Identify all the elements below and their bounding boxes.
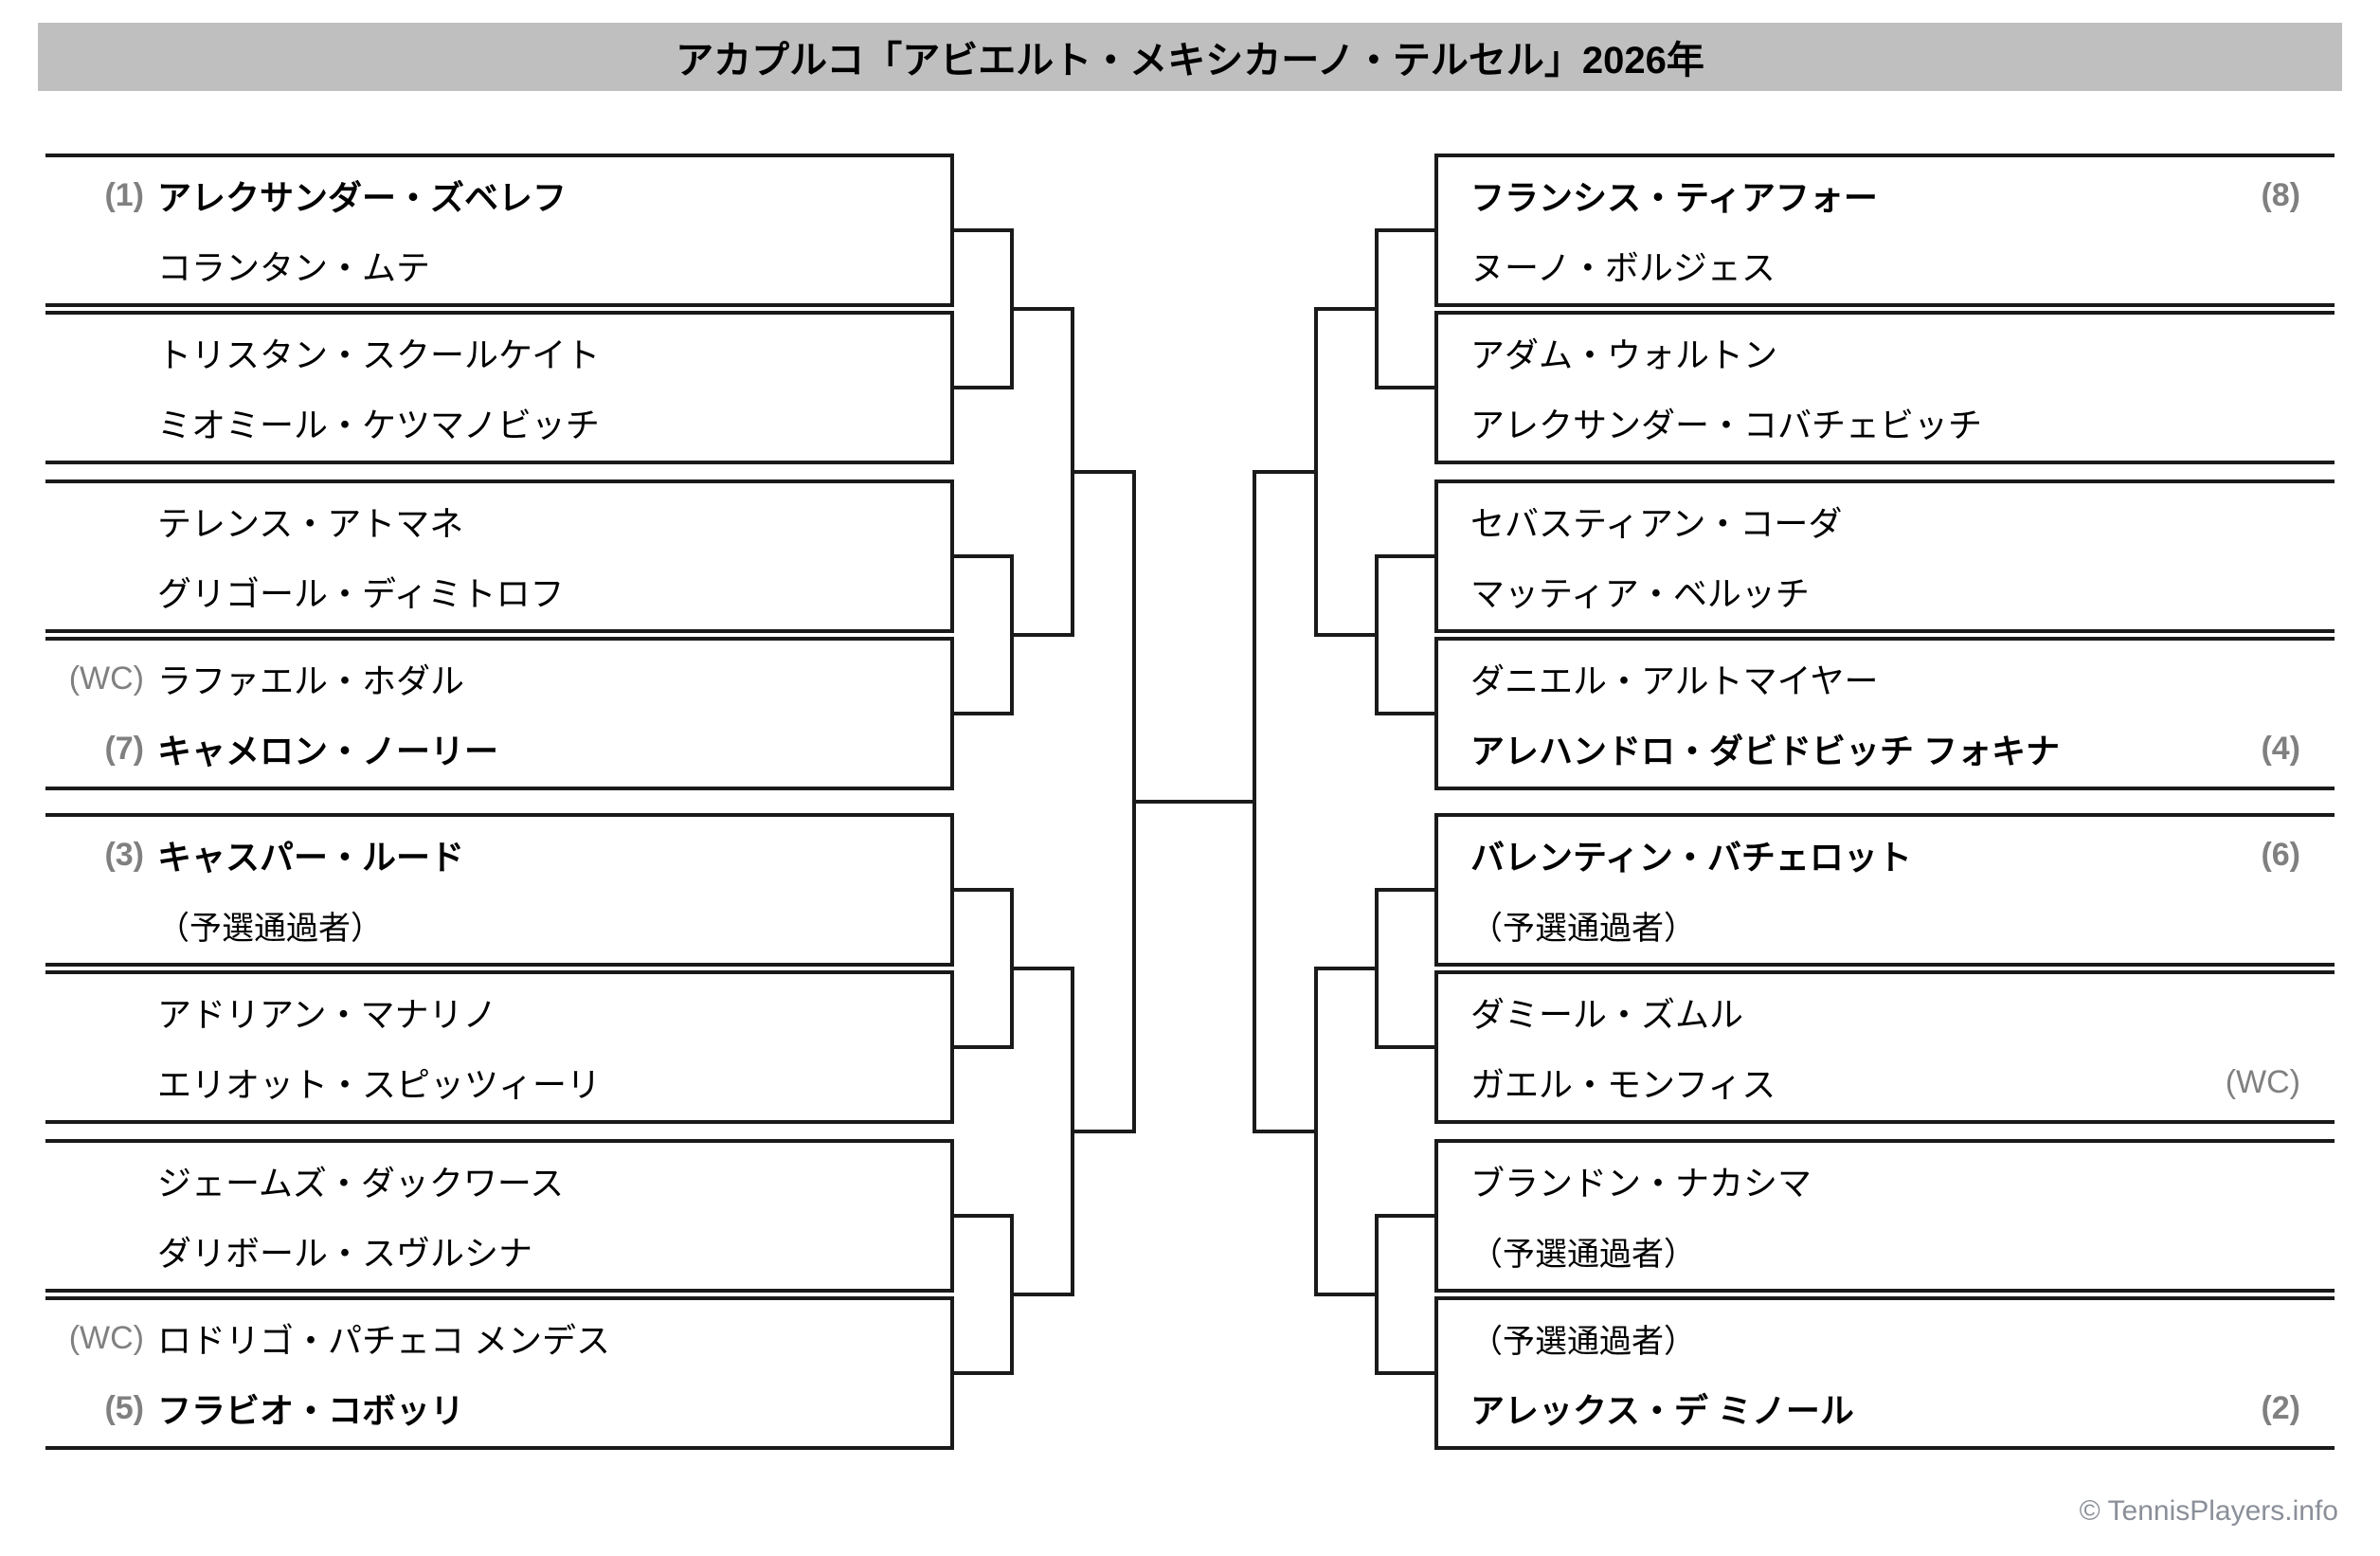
player-row: （予選通過者） xyxy=(1436,1310,2335,1366)
player-row: ブランドン・ナカシマ xyxy=(1436,1152,2335,1209)
player-name: ブランドン・ナカシマ xyxy=(1470,1164,1812,1203)
player-row: セバスティアン・コーダ xyxy=(1436,493,2335,550)
player-row: ヌーノ・ボルジェス xyxy=(1436,237,2335,294)
player-name: セバスティアン・コーダ xyxy=(1470,504,1843,543)
player-name: コランタン・ムテ xyxy=(157,248,431,287)
player-row: (WC) ラファエル・ホダル xyxy=(45,650,952,707)
player-row: トリスタン・スクールケイト xyxy=(45,324,952,381)
seed-label: (8) xyxy=(2261,176,2300,213)
player-row: (5) フラビオ・コボッリ xyxy=(45,1380,952,1437)
player-name: ヌーノ・ボルジェス xyxy=(1470,248,1776,287)
player-row: ガエル・モンフィス (WC) xyxy=(1436,1054,2335,1111)
player-row: グリゴール・ディミトロフ xyxy=(45,563,952,620)
player-row: (WC) ロドリゴ・パチェコ メンデス xyxy=(45,1310,952,1366)
seed-label: (5) xyxy=(104,1389,144,1426)
page-title: アカプルコ「アビエルト・メキシカーノ・テルセル」2026年 xyxy=(676,40,1704,81)
player-row: (1) アレクサンダー・ズベレフ xyxy=(45,167,952,224)
player-row: （予選通過者） xyxy=(1436,1222,2335,1279)
player-row: ミオミール・ケツマノビッチ xyxy=(45,394,952,451)
seed-label: (1) xyxy=(104,176,144,213)
player-name: （予選通過者） xyxy=(157,910,383,947)
player-row: (7) キャメロン・ノーリー xyxy=(45,720,952,777)
seed-label: (WC) xyxy=(2225,1063,2300,1100)
player-name: マッティア・ベルッチ xyxy=(1470,574,1810,613)
player-row: アドリアン・マナリノ xyxy=(45,984,952,1040)
player-name: ミオミール・ケツマノビッチ xyxy=(157,406,600,444)
seed-label: (WC) xyxy=(68,1319,144,1356)
player-row: （予選通過者） xyxy=(1436,896,2335,953)
player-name: グリゴール・ディミトロフ xyxy=(157,574,565,613)
player-name: アレクサンダー・ズベレフ xyxy=(157,178,568,217)
player-name: ダリボール・スヴルシナ xyxy=(157,1234,533,1273)
player-row: コランタン・ムテ xyxy=(45,237,952,294)
player-row: ダリボール・スヴルシナ xyxy=(45,1222,952,1279)
player-name: フラビオ・コボッリ xyxy=(157,1391,465,1430)
player-name: ラファエル・ホダル xyxy=(157,661,465,700)
player-name: バレンティン・バチェロット xyxy=(1470,838,1912,877)
player-name: ジェームズ・ダックワース xyxy=(157,1164,565,1203)
player-name: アレハンドロ・ダビドビッチ フォキナ xyxy=(1470,732,2061,770)
seed-label: (4) xyxy=(2261,730,2300,767)
player-row: フランシス・ティアフォー (8) xyxy=(1436,167,2335,224)
seed-label: (2) xyxy=(2261,1389,2300,1426)
player-name: ロドリゴ・パチェコ メンデス xyxy=(157,1321,611,1360)
player-row: ジェームズ・ダックワース xyxy=(45,1152,952,1209)
player-row: アレハンドロ・ダビドビッチ フォキナ (4) xyxy=(1436,720,2335,777)
player-name: ガエル・モンフィス xyxy=(1470,1065,1776,1104)
player-row: アレクサンダー・コバチェビッチ xyxy=(1436,394,2335,451)
player-name: キャスパー・ルード xyxy=(157,838,465,877)
title-banner: アカプルコ「アビエルト・メキシカーノ・テルセル」2026年 xyxy=(38,23,2342,91)
player-name: アドリアン・マナリノ xyxy=(157,995,497,1034)
seed-label: (WC) xyxy=(68,660,144,697)
player-row: アレックス・デ ミノール (2) xyxy=(1436,1380,2335,1437)
player-name: テレンス・アトマネ xyxy=(157,504,464,543)
player-row: バレンティン・バチェロット (6) xyxy=(1436,826,2335,883)
seed-label: (6) xyxy=(2261,836,2300,873)
seed-label: (7) xyxy=(104,730,144,767)
player-name: ダミール・ズムル xyxy=(1470,995,1744,1034)
player-name: トリスタン・スクールケイト xyxy=(157,335,601,374)
copyright-footer: © TennisPlayers.info xyxy=(2079,1495,2338,1527)
player-row: ダミール・ズムル xyxy=(1436,984,2335,1040)
player-name: キャメロン・ノーリー xyxy=(157,732,499,770)
player-name: （予選通過者） xyxy=(1470,1236,1696,1273)
player-row: (3) キャスパー・ルード xyxy=(45,826,952,883)
player-name: （予選通過者） xyxy=(1470,910,1696,947)
seed-label: (3) xyxy=(104,836,144,873)
player-row: （予選通過者） xyxy=(45,896,952,953)
player-name: アダム・ウォルトン xyxy=(1470,335,1778,374)
player-name: アレックス・デ ミノール xyxy=(1470,1391,1854,1430)
player-name: （予選通過者） xyxy=(1470,1323,1696,1360)
player-row: エリオット・スピッツィーリ xyxy=(45,1054,952,1111)
player-name: ダニエル・アルトマイヤー xyxy=(1470,661,1879,700)
player-row: テレンス・アトマネ xyxy=(45,493,952,550)
player-name: アレクサンダー・コバチェビッチ xyxy=(1470,406,1983,444)
player-row: アダム・ウォルトン xyxy=(1436,324,2335,381)
player-name: フランシス・ティアフォー xyxy=(1470,178,1878,217)
player-row: マッティア・ベルッチ xyxy=(1436,563,2335,620)
player-row: ダニエル・アルトマイヤー xyxy=(1436,650,2335,707)
player-name: エリオット・スピッツィーリ xyxy=(157,1065,602,1104)
